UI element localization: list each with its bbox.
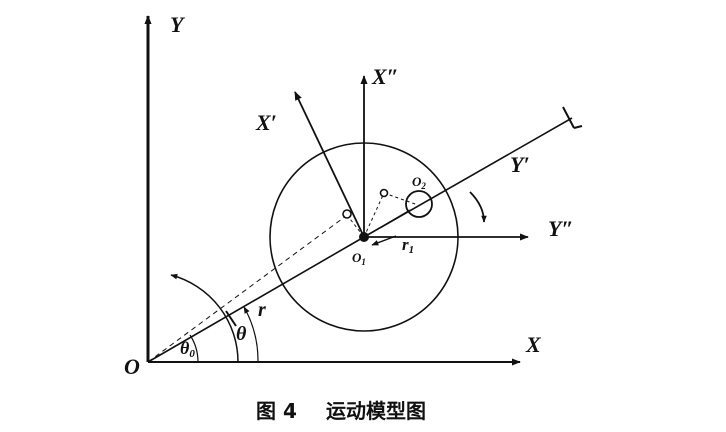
- figure-caption-number: 图 4: [256, 399, 297, 423]
- arc-theta: [243, 306, 259, 363]
- label-r1: r1: [402, 235, 414, 256]
- figure-caption-title: 运动模型图: [326, 399, 426, 423]
- rotation-arrow-clockwise: [469, 191, 487, 223]
- label-y-double-prime: Y″: [548, 216, 574, 241]
- dashed-reference-line: [147, 215, 347, 363]
- point-o1: [359, 232, 369, 242]
- radius-line-r: [147, 236, 365, 363]
- label-x-double-prime: X″: [371, 64, 399, 89]
- label-x-prime: X′: [255, 110, 277, 135]
- label-r: r: [258, 299, 266, 321]
- label-o1: O1: [352, 250, 366, 267]
- label-y: Y: [170, 12, 186, 37]
- label-y-prime: Y′: [510, 152, 530, 177]
- y-prime-end-bracket: [562, 106, 575, 129]
- small-point-upper: [379, 188, 389, 198]
- arc-theta-outer: [170, 273, 239, 363]
- label-origin: O: [124, 354, 140, 379]
- dashed-p1-to-o2: [383, 192, 419, 206]
- dashed-small-to-o1: [346, 214, 365, 238]
- label-theta: θ: [236, 323, 247, 345]
- r1-vector: [363, 209, 411, 238]
- label-theta0: θ0: [180, 338, 195, 360]
- label-x: X: [525, 332, 542, 357]
- label-o2: O2: [412, 174, 426, 191]
- r-tick: [225, 310, 237, 327]
- small-circle-left: [342, 209, 352, 219]
- dashed-o1-to-p1: [363, 192, 385, 238]
- x-prime-axis: [294, 91, 365, 238]
- y-prime-end-cap: [573, 125, 583, 129]
- r1-arrow: [371, 235, 397, 246]
- arc-theta0: [189, 334, 199, 363]
- circle-o2: [405, 190, 433, 218]
